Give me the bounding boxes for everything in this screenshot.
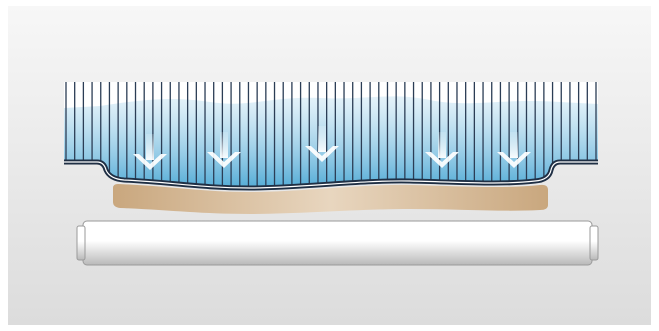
support-roller [76,220,599,266]
pressure-arrow [133,134,167,170]
pressure-arrow [305,126,339,162]
membrane-highlight [64,161,598,189]
pressure-arrows [133,126,531,170]
roller-right-cap [589,225,599,261]
pressure-arrow [497,132,531,168]
roller-body [82,220,593,266]
wooden-sheet [113,184,548,214]
pressure-arrow [207,132,241,168]
pressure-arrow [425,132,459,168]
roller-left-cap [76,225,86,261]
pin-array [64,82,598,188]
